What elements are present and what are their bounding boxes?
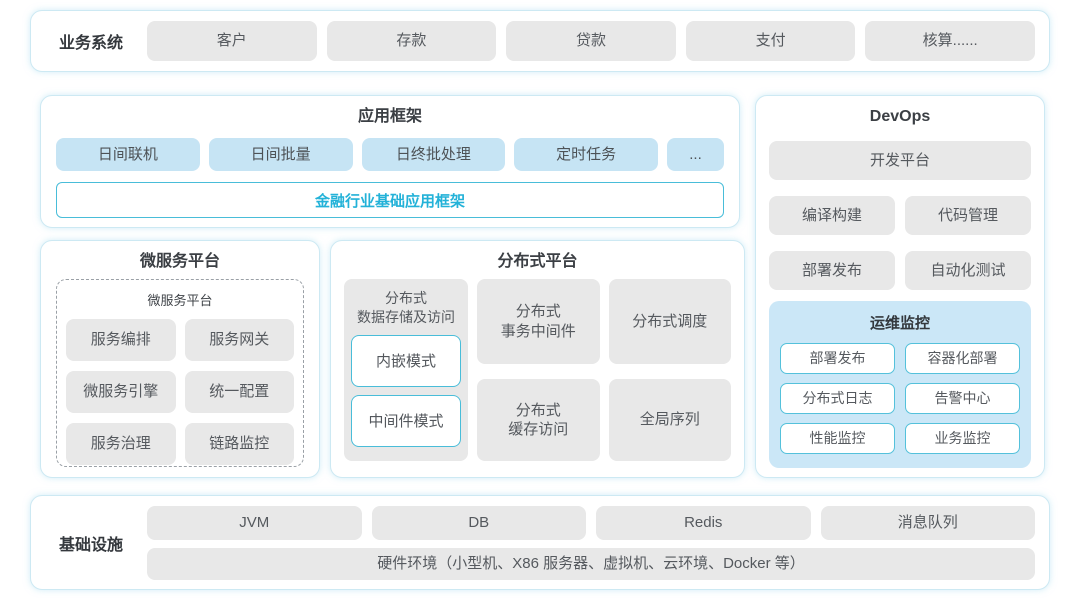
monitor-item-container-deploy: 容器化部署 <box>905 343 1020 374</box>
distributed-col-middle: 分布式 事务中间件 分布式 缓存访问 <box>477 279 600 461</box>
devops-grid: 编译构建 代码管理 部署发布 自动化测试 <box>769 196 1031 290</box>
financial-base-framework: 金融行业基础应用框架 <box>56 182 724 218</box>
distributed-scheduling: 分布式调度 <box>608 279 731 364</box>
devops-item-deploy-release: 部署发布 <box>769 251 895 290</box>
monitor-item-performance: 性能监控 <box>780 423 895 454</box>
microservice-item-trace-monitor: 链路监控 <box>184 423 294 465</box>
infrastructure-panel: 基础设施 JVM DB Redis 消息队列 硬件环境（小型机、X86 服务器、… <box>30 495 1050 590</box>
microservice-item-engine: 微服务引擎 <box>66 371 176 413</box>
devops-dev-platform: 开发平台 <box>769 141 1031 180</box>
storage-mode-embedded: 内嵌模式 <box>351 334 461 387</box>
app-framework-panel: 应用框架 日间联机 日间批量 日终批处理 定时任务 ... 金融行业基础应用框架 <box>40 95 740 228</box>
business-systems-label: 业务系统 <box>58 35 123 52</box>
app-framework-row: 日间联机 日间批量 日终批处理 定时任务 ... <box>56 138 724 171</box>
monitor-item-alert-center: 告警中心 <box>905 383 1020 414</box>
devops-title: DevOps <box>869 108 931 125</box>
app-framework-item-daytime-batch: 日间批量 <box>208 138 353 171</box>
microservice-item-gateway: 服务网关 <box>184 319 294 361</box>
app-framework-item-daytime-online: 日间联机 <box>56 138 200 171</box>
business-systems-panel: 业务系统 客户 存款 贷款 支付 核算...... <box>30 10 1050 72</box>
microservice-inner-title: 微服务平台 <box>147 293 213 308</box>
monitor-item-distributed-log: 分布式日志 <box>780 383 895 414</box>
app-framework-title: 应用框架 <box>357 108 422 125</box>
microservice-platform-title: 微服务平台 <box>139 253 220 270</box>
infra-item-redis: Redis <box>596 505 811 540</box>
app-framework-item-more: ... <box>667 138 724 171</box>
business-item-accounting: 核算...... <box>865 21 1035 61</box>
infrastructure-body: JVM DB Redis 消息队列 硬件环境（小型机、X86 服务器、虚拟机、云… <box>147 505 1035 580</box>
monitor-item-deploy-release: 部署发布 <box>780 343 895 374</box>
distributed-platform-title: 分布式平台 <box>497 253 578 270</box>
distributed-platform-panel: 分布式平台 分布式 数据存储及访问 内嵌模式 中间件模式 分布式 事务中间件 分… <box>330 240 745 478</box>
monitor-item-business: 业务监控 <box>905 423 1020 454</box>
microservice-item-orchestration: 服务编排 <box>66 319 176 361</box>
infra-item-jvm: JVM <box>147 505 362 540</box>
microservice-item-governance: 服务治理 <box>66 423 176 465</box>
ops-monitor-grid: 部署发布 容器化部署 分布式日志 告警中心 性能监控 业务监控 <box>780 343 1020 454</box>
distributed-cache-access: 分布式 缓存访问 <box>477 379 600 461</box>
business-item-deposit: 存款 <box>326 21 497 61</box>
infrastructure-label: 基础设施 <box>58 536 123 554</box>
devops-item-auto-test: 自动化测试 <box>905 251 1031 290</box>
devops-item-build: 编译构建 <box>769 196 895 235</box>
distributed-col-right: 分布式调度 全局序列 <box>608 279 731 461</box>
app-framework-item-scheduled-task: 定时任务 <box>514 138 658 171</box>
devops-panel: DevOps 开发平台 编译构建 代码管理 部署发布 自动化测试 运维监控 部署… <box>755 95 1045 478</box>
devops-item-code-mgmt: 代码管理 <box>905 196 1031 235</box>
infrastructure-row: JVM DB Redis 消息队列 <box>147 505 1035 540</box>
hardware-environment-bar: 硬件环境（小型机、X86 服务器、虚拟机、云环境、Docker 等） <box>147 547 1035 580</box>
business-item-loan: 贷款 <box>506 21 676 61</box>
infra-item-db: DB <box>371 505 586 540</box>
distributed-storage-label: 分布式 数据存储及访问 <box>357 290 455 325</box>
infra-item-mq: 消息队列 <box>820 505 1035 540</box>
app-framework-item-eod-batch: 日终批处理 <box>361 138 506 171</box>
ops-monitor-title: 运维监控 <box>869 315 930 332</box>
distributed-storage-box: 分布式 数据存储及访问 内嵌模式 中间件模式 <box>344 279 468 461</box>
storage-mode-middleware: 中间件模式 <box>351 394 461 447</box>
microservice-item-unified-config: 统一配置 <box>184 371 294 413</box>
microservice-grid: 服务编排 服务网关 微服务引擎 统一配置 服务治理 链路监控 <box>65 319 295 465</box>
microservice-inner-box: 微服务平台 服务编排 服务网关 微服务引擎 统一配置 服务治理 链路监控 <box>56 279 304 467</box>
ops-monitor-box: 运维监控 部署发布 容器化部署 分布式日志 告警中心 性能监控 业务监控 <box>769 301 1031 468</box>
business-item-payment: 支付 <box>685 21 856 61</box>
distributed-body: 分布式 数据存储及访问 内嵌模式 中间件模式 分布式 事务中间件 分布式 缓存访… <box>344 279 731 461</box>
distributed-transaction-middleware: 分布式 事务中间件 <box>477 279 600 364</box>
business-item-customer: 客户 <box>147 21 317 61</box>
global-sequence: 全局序列 <box>608 379 731 461</box>
microservice-platform-panel: 微服务平台 微服务平台 服务编排 服务网关 微服务引擎 统一配置 服务治理 链路… <box>40 240 320 478</box>
